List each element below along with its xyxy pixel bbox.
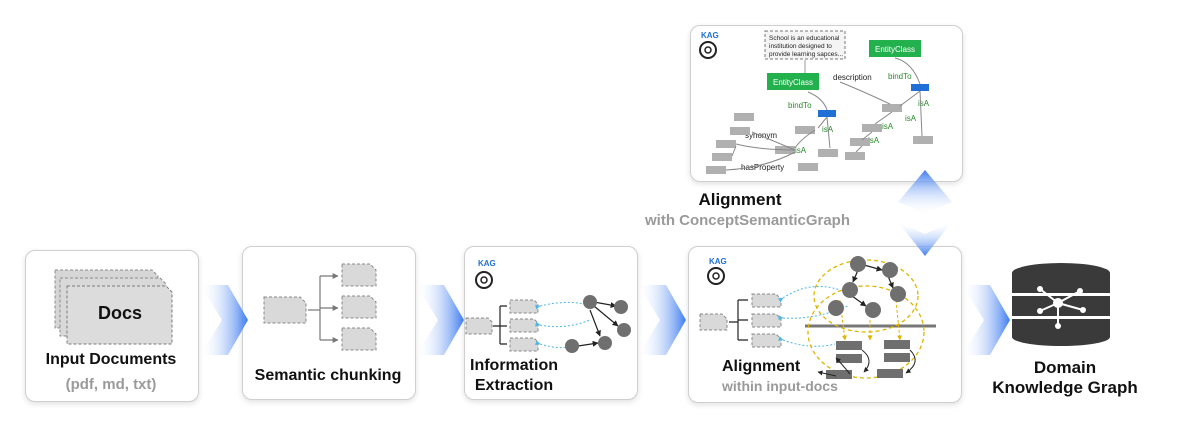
domain-knowledge-graph-line1: Domain <box>1033 358 1097 377</box>
docs-stack-icon <box>54 269 173 345</box>
svg-text:KAG: KAG <box>478 259 496 268</box>
svg-text:KAG: KAG <box>701 31 719 40</box>
concept-note-line3: provide learning sapces... <box>769 51 843 58</box>
input-documents-title: Input Documents <box>45 351 177 368</box>
docs-icon-label: Docs <box>97 303 142 323</box>
rel-isa-5: isA <box>868 136 880 145</box>
panel-information-extraction <box>464 246 638 400</box>
rel-bindto-2: bindTo <box>788 101 812 110</box>
alignment-docs-title: Alignment <box>722 358 801 375</box>
alignment-docs-graphic <box>699 256 936 379</box>
rel-isa-1: isA <box>918 99 930 108</box>
rel-isa-4: isA <box>882 122 894 131</box>
alignment-docs-subtitle: within input-docs <box>722 378 838 394</box>
concept-graph-graphic: School is an educational institution des… <box>706 30 933 174</box>
pipeline-arrow-4 <box>962 285 1010 355</box>
rel-isa-2: isA <box>905 114 917 123</box>
rel-hasproperty: hasProperty <box>741 163 784 172</box>
alignment-concept-title: Alignment <box>698 190 782 209</box>
concept-note-line1: School is an educational <box>769 35 840 42</box>
knowledge-graph-database-icon <box>1012 263 1110 346</box>
chunking-graphic <box>263 263 377 351</box>
pipeline-arrow-2 <box>416 285 464 355</box>
rel-description: description <box>833 73 872 82</box>
information-extraction-title-line1: Information <box>470 357 558 374</box>
pipeline-arrow-3 <box>638 285 686 355</box>
svg-text:KAG: KAG <box>709 257 727 266</box>
kag-logo-concept: KAG <box>699 31 719 59</box>
input-documents-formats: (pdf, md, txt) <box>65 376 157 393</box>
pipeline-arrow-1 <box>200 285 248 355</box>
entity-class-1: EntityClass <box>875 45 915 54</box>
information-extraction-title-line2: Extraction <box>474 377 554 394</box>
extraction-graphic <box>465 295 631 353</box>
domain-knowledge-graph-line2: Knowledge Graph <box>992 378 1138 397</box>
alignment-concept-subtitle: with ConceptSemanticGraph <box>644 212 851 229</box>
vertical-arrow-down <box>898 222 952 256</box>
kag-logo-extraction: KAG <box>475 259 496 289</box>
vertical-arrow-up <box>898 170 952 214</box>
entity-class-2: EntityClass <box>773 78 813 87</box>
concept-note-line2: institution designed to <box>769 43 832 50</box>
semantic-chunking-title: Semantic chunking <box>254 367 402 384</box>
kag-logo-alignment: KAG <box>707 257 727 285</box>
rel-isa-6: isA <box>795 146 807 155</box>
rel-bindto-1: bindTo <box>888 72 912 81</box>
